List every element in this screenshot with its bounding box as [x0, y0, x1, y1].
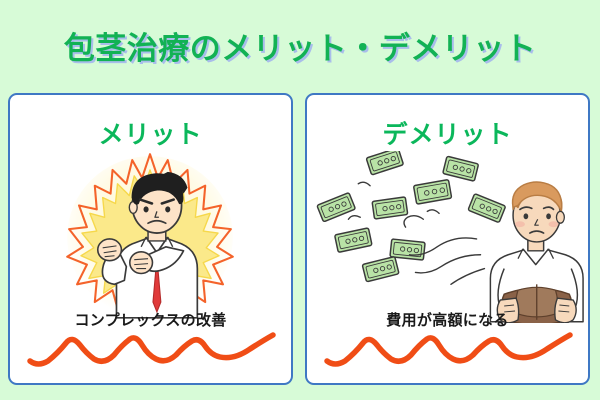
merit-squiggle-underline — [24, 329, 277, 369]
money-flying-from-wallet-illustration — [307, 151, 588, 323]
demerit-squiggle-underline — [321, 329, 574, 369]
comparison-panels: メリット — [0, 91, 600, 388]
fired-up-man-illustration — [10, 151, 291, 323]
panel-demerit: デメリット — [305, 93, 590, 385]
demerit-caption-block: 費用が高額になる — [307, 309, 588, 371]
demerit-caption: 費用が高額になる — [386, 312, 509, 329]
panel-merit-heading: メリット — [98, 121, 203, 149]
merit-caption-block: コンプレックスの改善 — [10, 309, 291, 371]
page-header: 包茎治療のメリット・デメリット — [0, 0, 600, 90]
panel-demerit-heading: デメリット — [382, 121, 513, 149]
panel-merit: メリット — [8, 93, 293, 385]
page-title: 包茎治療のメリット・デメリット — [63, 30, 537, 66]
merit-caption: コンプレックスの改善 — [74, 312, 227, 329]
